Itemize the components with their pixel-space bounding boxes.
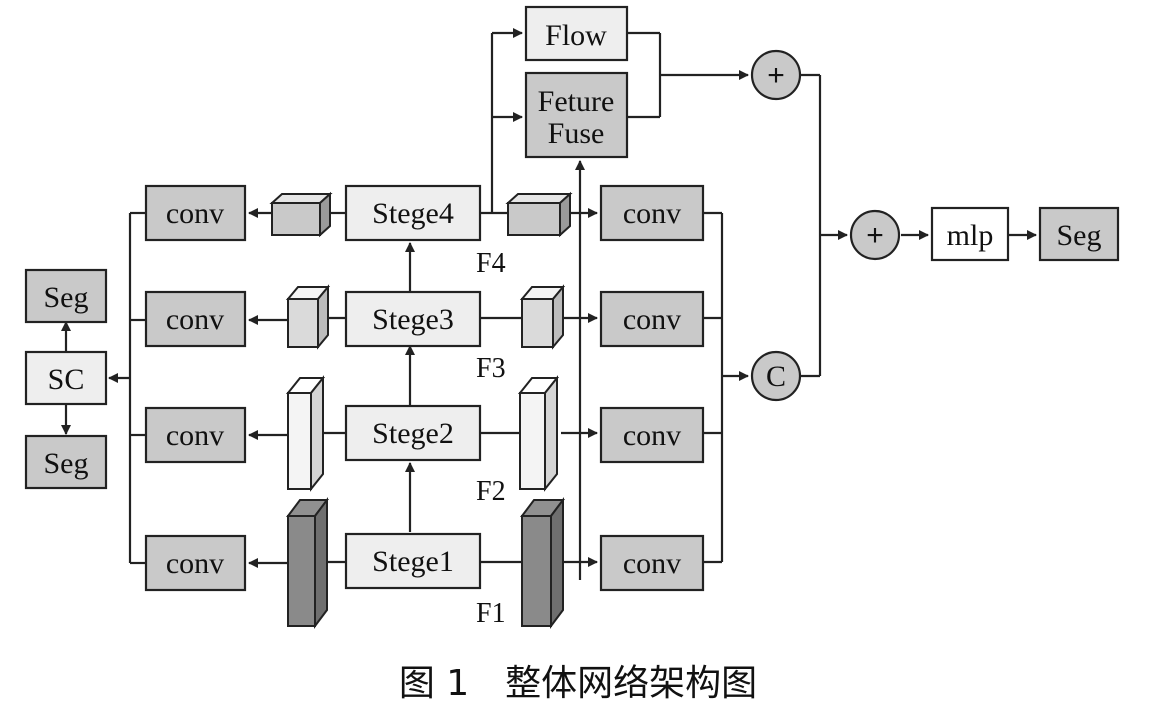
plus-node-top: + — [750, 49, 802, 101]
plus-middle-symbol: + — [866, 219, 884, 252]
left-feature-map-f1 — [286, 497, 329, 629]
right-feature-map-f1 — [520, 497, 565, 629]
sc-box: SC — [24, 350, 108, 406]
right-conv-2-label: conv — [623, 303, 681, 336]
feature-fuse-label-line2: Fuse — [548, 117, 605, 150]
feature-fuse-box: Feture Fuse — [524, 71, 629, 159]
concat-symbol: C — [766, 360, 786, 393]
stage-4: Stege4 — [344, 184, 482, 242]
flow-label: Flow — [545, 19, 607, 52]
right-conv-3-label: conv — [623, 419, 681, 452]
right-conv-1-label: conv — [623, 197, 681, 230]
concat-node: C — [750, 350, 802, 402]
stage-2: Stege2 — [344, 404, 482, 462]
feature-label-f2: F2 — [476, 476, 506, 507]
left-feature-map-f3 — [285, 284, 331, 350]
left-conv-4: conv — [144, 534, 247, 592]
feature-label-f1: F1 — [476, 598, 506, 629]
seg-bottom-label: Seg — [44, 447, 89, 480]
stage-1: Stege1 — [344, 532, 482, 590]
seg-top-box: Seg — [24, 268, 108, 324]
mlp-box: mlp — [930, 206, 1010, 262]
stage-3: Stege3 — [344, 290, 482, 348]
stage-1-label: Stege1 — [372, 545, 454, 578]
right-feature-map-f2 — [517, 375, 560, 492]
left-conv-2-label: conv — [166, 303, 224, 336]
stage-2-label: Stege2 — [372, 417, 454, 450]
feature-label-f3: F3 — [476, 353, 506, 384]
seg-output-box: Seg — [1038, 206, 1120, 262]
feature-fuse-label-line1: Feture — [538, 85, 615, 118]
left-conv-3-label: conv — [166, 419, 224, 452]
left-conv-1: conv — [144, 184, 247, 242]
figure-caption: 图 1 整体网络架构图 — [399, 663, 757, 704]
feature-label-f4: F4 — [476, 248, 506, 279]
right-conv-1: conv — [599, 184, 705, 242]
connector-lines — [61, 28, 1037, 580]
right-conv-2: conv — [599, 290, 705, 348]
stage-3-label: Stege3 — [372, 303, 454, 336]
plus-top-symbol: + — [767, 59, 785, 92]
plus-node-middle: + — [849, 209, 901, 261]
seg-output-label: Seg — [1057, 219, 1102, 252]
right-feature-map-f4 — [505, 191, 573, 238]
left-feature-map-f4 — [269, 191, 333, 238]
right-conv-3: conv — [599, 406, 705, 464]
right-feature-map-f3 — [519, 284, 566, 350]
flow-box: Flow — [524, 5, 629, 62]
left-conv-1-label: conv — [166, 197, 224, 230]
sc-label: SC — [48, 363, 85, 396]
right-conv-4-label: conv — [623, 547, 681, 580]
seg-bottom-box: Seg — [24, 434, 108, 490]
mlp-label: mlp — [947, 219, 994, 252]
left-conv-2: conv — [144, 290, 247, 348]
seg-top-label: Seg — [44, 281, 89, 314]
left-conv-4-label: conv — [166, 547, 224, 580]
stage-4-label: Stege4 — [372, 197, 454, 230]
right-conv-4: conv — [599, 534, 705, 592]
left-conv-3: conv — [144, 406, 247, 464]
left-feature-map-f2 — [285, 375, 326, 492]
